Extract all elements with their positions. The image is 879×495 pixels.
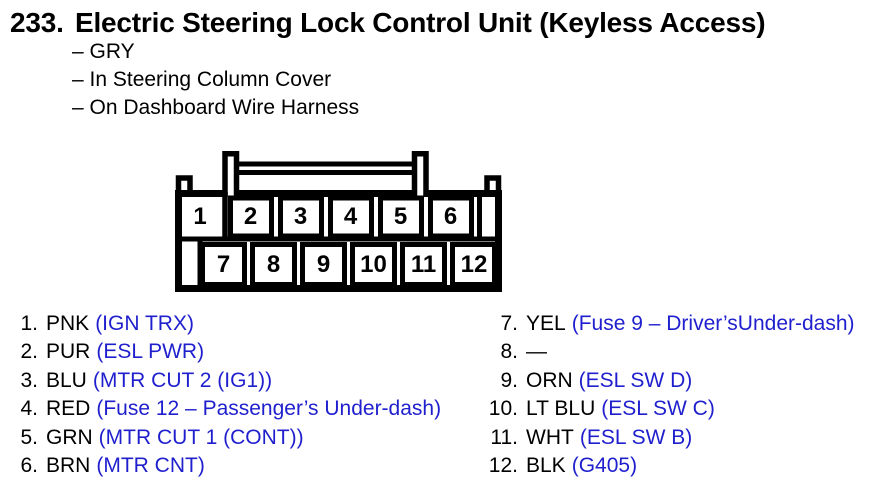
pin-number: 5. [20,425,38,449]
pin-wire-color: BLK [526,453,566,477]
pin-cell-7 [200,242,247,287]
pin-signal: (MTR CNT) [96,453,205,477]
pin-number: 11. [490,425,518,449]
pin-row-8: 8. — [480,340,879,368]
pin-cell-3 [278,195,324,239]
pin-number: 12. [488,453,518,477]
latch-tab-right [411,151,429,197]
pin-cell-9 [300,242,347,287]
pin-list-right: 7. YEL (Fuse 9 – Driver’sUnder-dash) 8. … [480,312,879,482]
pin-row-5: 5. GRN (MTR CUT 1 (CONT)) [0,426,470,454]
pin-label-8: 8 [267,251,280,278]
pin-wire-color: BRN [46,453,91,477]
latch-tab-left [222,151,240,197]
connector-diagram: 1 2 3 4 5 6 7 8 9 10 11 12 [172,145,507,297]
pin-row-9: 9. ORN (ESL SW D) [480,369,879,397]
pin-row-4: 4. RED (Fuse 12 – Passenger’s Under-dash… [0,397,470,425]
attribute-location: – In Steering Column Cover [72,68,332,91]
pin-label-6: 6 [444,203,457,230]
connector-svg: 1 2 3 4 5 6 7 8 9 10 11 12 [175,151,502,292]
pin-list-left: 1. PNK (IGN TRX) 2. PUR (ESL PWR) 3. BLU… [0,312,470,482]
section-title: Electric Steering Lock Control Unit (Key… [75,7,766,38]
pin-cell-12 [450,242,497,287]
pin-signal: (IGN TRX) [95,312,194,335]
pin-number: 4. [20,397,38,421]
pin-label-9: 9 [317,251,330,278]
pin-wire-color: YEL [526,312,566,335]
attribute-harness: – On Dashboard Wire Harness [72,96,360,119]
latch-bar [233,161,419,175]
pin-wire-color: ORN [526,368,573,392]
attribute-color: – GRY [72,40,135,63]
pin-row-1: 1. PNK (IGN TRX) [0,312,470,340]
pin-cell-11 [400,242,447,287]
pin-label-1: 1 [193,203,206,230]
pin-cell-8 [250,242,297,287]
pin-wire-color: PUR [46,340,91,364]
pin-signal: (G405) [571,453,638,477]
pin-number: 7. [500,312,518,335]
pin-row-10: 10. LT BLU (ESL SW C) [480,397,879,425]
pin-number: 10. [488,397,518,421]
pin-signal: (ESL SW B) [579,425,693,449]
pin-signal: (ESL SW C) [601,397,715,421]
pin-label-5: 5 [394,203,407,230]
pin-signal: (ESL PWR) [96,340,205,364]
pin-cell-6 [428,195,474,239]
pin-wire-color: BLU [46,368,87,392]
pin-label-10: 10 [360,251,387,278]
section-number: 233. [10,7,64,38]
pin-wire-color: WHT [526,425,574,449]
pin-number: 3. [20,368,38,392]
pin-number: 9. [500,368,518,392]
pin-number: 2. [20,340,38,364]
pin-signal: (MTR CUT 1 (CONT)) [98,425,304,449]
pin-label-3: 3 [294,203,307,230]
pin-number: 6. [20,453,38,477]
pin-wire-color: — [526,340,547,364]
pin-cell-2 [228,195,274,239]
pin-wire-color: LT BLU [526,397,596,421]
pin-row-2: 2. PUR (ESL PWR) [0,340,470,368]
pin-label-2: 2 [244,203,257,230]
page-title: 233. Electric Steering Lock Control Unit… [0,7,879,41]
pin-label-7: 7 [217,251,230,278]
pin-row-12: 12. BLK (G405) [480,454,879,482]
pin-wire-color: RED [46,397,91,421]
pin-label-4: 4 [344,203,358,230]
attribute-list: – GRY – In Steering Column Cover – On Da… [72,38,359,122]
pin-cell-5 [378,195,424,239]
pin-signal: (ESL SW D) [578,368,693,392]
pin-cell-10 [350,242,397,287]
pin-signal: (Fuse 12 – Passenger’s Under-dash) [96,397,442,421]
pin-row-11: 11. WHT (ESL SW B) [480,426,879,454]
pin-signal: (MTR CUT 2 (IG1)) [92,368,273,392]
pin-wire-color: PNK [46,312,90,335]
pin-number: 1. [20,312,38,335]
pin-label-12: 12 [461,251,488,278]
pin-row-7: 7. YEL (Fuse 9 – Driver’sUnder-dash) [480,312,879,340]
pin-label-11: 11 [411,251,436,278]
pin-number: 8. [500,340,518,364]
pin-row-6: 6. BRN (MTR CNT) [0,454,470,482]
pin-row-3: 3. BLU (MTR CUT 2 (IG1)) [0,369,470,397]
pin-wire-color: GRN [46,425,93,449]
pin-signal: (Fuse 9 – Driver’sUnder-dash) [571,312,855,335]
pin-cell-4 [328,195,374,239]
